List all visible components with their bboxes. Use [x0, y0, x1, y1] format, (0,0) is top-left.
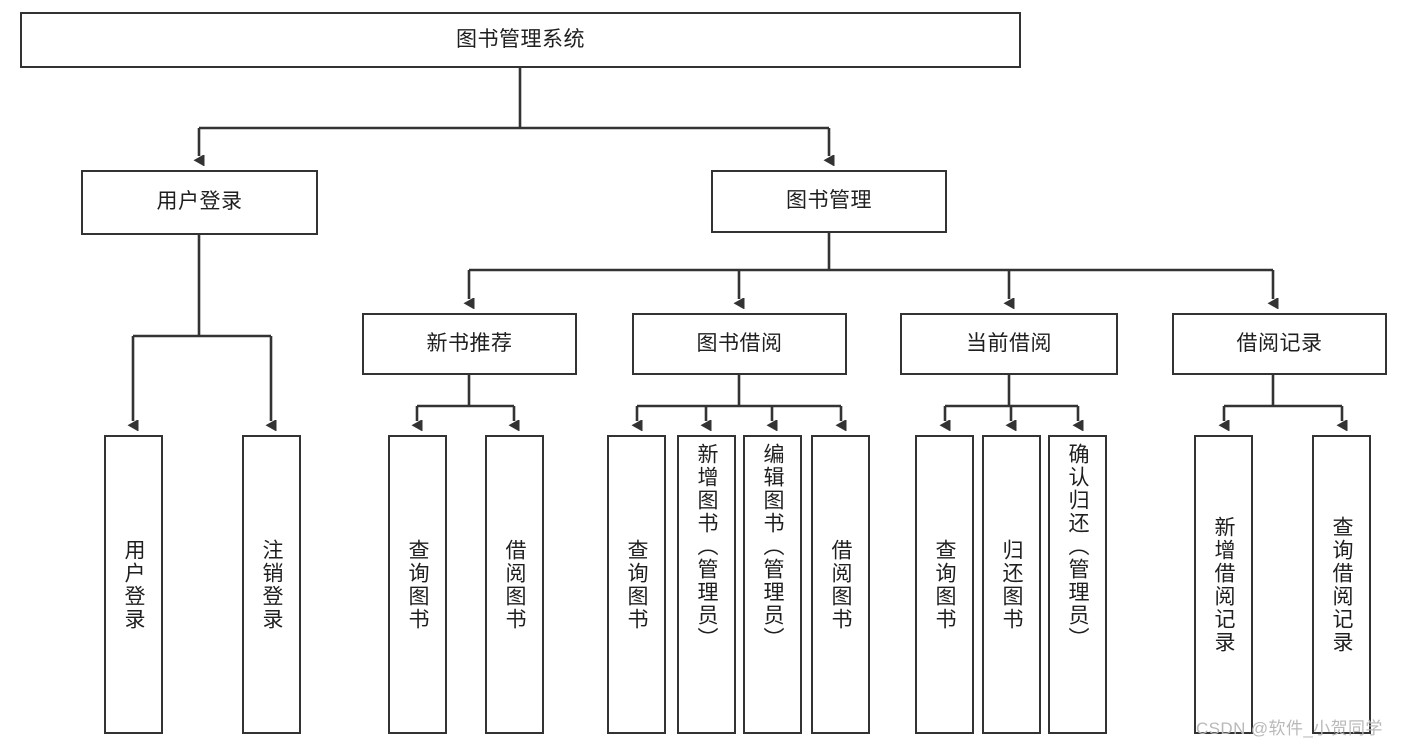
node-leaf-logout[interactable]: 注销登录 — [242, 435, 301, 734]
node-leaf-edit-book-label: 编辑图书（管理员） — [761, 443, 784, 650]
node-leaf-borrow-book-1-label: 借阅图书 — [503, 538, 526, 631]
node-leaf-confirm-return-label: 确认归还（管理员） — [1066, 443, 1089, 650]
node-book-borrow-label: 图书借阅 — [696, 331, 783, 355]
node-leaf-confirm-return[interactable]: 确认归还（管理员） — [1048, 435, 1107, 734]
node-borrow-record-label: 借阅记录 — [1236, 331, 1323, 355]
node-leaf-query-book-2-label: 查询图书 — [625, 538, 648, 631]
node-leaf-add-record-label: 新增借阅记录 — [1212, 515, 1235, 654]
node-borrow-record[interactable]: 借阅记录 — [1172, 313, 1387, 375]
node-leaf-logout-label: 注销登录 — [260, 538, 283, 631]
node-new-book-recommend-label: 新书推荐 — [426, 331, 513, 355]
node-leaf-return-book-label: 归还图书 — [1000, 538, 1023, 631]
node-book-manage[interactable]: 图书管理 — [711, 170, 947, 233]
node-leaf-query-record-label: 查询借阅记录 — [1330, 515, 1353, 654]
node-book-borrow[interactable]: 图书借阅 — [632, 313, 847, 375]
node-leaf-edit-book[interactable]: 编辑图书（管理员） — [743, 435, 802, 734]
node-leaf-query-book-1[interactable]: 查询图书 — [388, 435, 447, 734]
node-leaf-query-book-3-label: 查询图书 — [933, 538, 956, 631]
node-root-label: 图书管理系统 — [456, 27, 585, 51]
node-current-borrow-label: 当前借阅 — [966, 331, 1052, 355]
node-leaf-return-book[interactable]: 归还图书 — [982, 435, 1041, 734]
node-leaf-borrow-book-2-label: 借阅图书 — [829, 538, 852, 631]
node-new-book-recommend[interactable]: 新书推荐 — [362, 313, 577, 375]
node-leaf-user-login[interactable]: 用户登录 — [104, 435, 163, 734]
node-leaf-borrow-book-1[interactable]: 借阅图书 — [485, 435, 544, 734]
node-leaf-borrow-book-2[interactable]: 借阅图书 — [811, 435, 870, 734]
node-leaf-add-book[interactable]: 新增图书（管理员） — [677, 435, 736, 734]
node-leaf-query-record[interactable]: 查询借阅记录 — [1312, 435, 1371, 734]
node-book-manage-label: 图书管理 — [786, 189, 872, 213]
node-user-login[interactable]: 用户登录 — [81, 170, 318, 235]
node-current-borrow[interactable]: 当前借阅 — [900, 313, 1118, 375]
node-user-login-label: 用户登录 — [156, 190, 243, 214]
watermark: CSDN @软件_小贺同学 — [1196, 719, 1383, 738]
node-leaf-query-book-1-label: 查询图书 — [406, 538, 429, 631]
node-leaf-add-record[interactable]: 新增借阅记录 — [1194, 435, 1253, 734]
node-root[interactable]: 图书管理系统 — [20, 12, 1021, 68]
node-leaf-query-book-2[interactable]: 查询图书 — [607, 435, 666, 734]
node-leaf-add-book-label: 新增图书（管理员） — [695, 443, 718, 650]
node-leaf-user-login-label: 用户登录 — [122, 538, 145, 631]
node-leaf-query-book-3[interactable]: 查询图书 — [915, 435, 974, 734]
